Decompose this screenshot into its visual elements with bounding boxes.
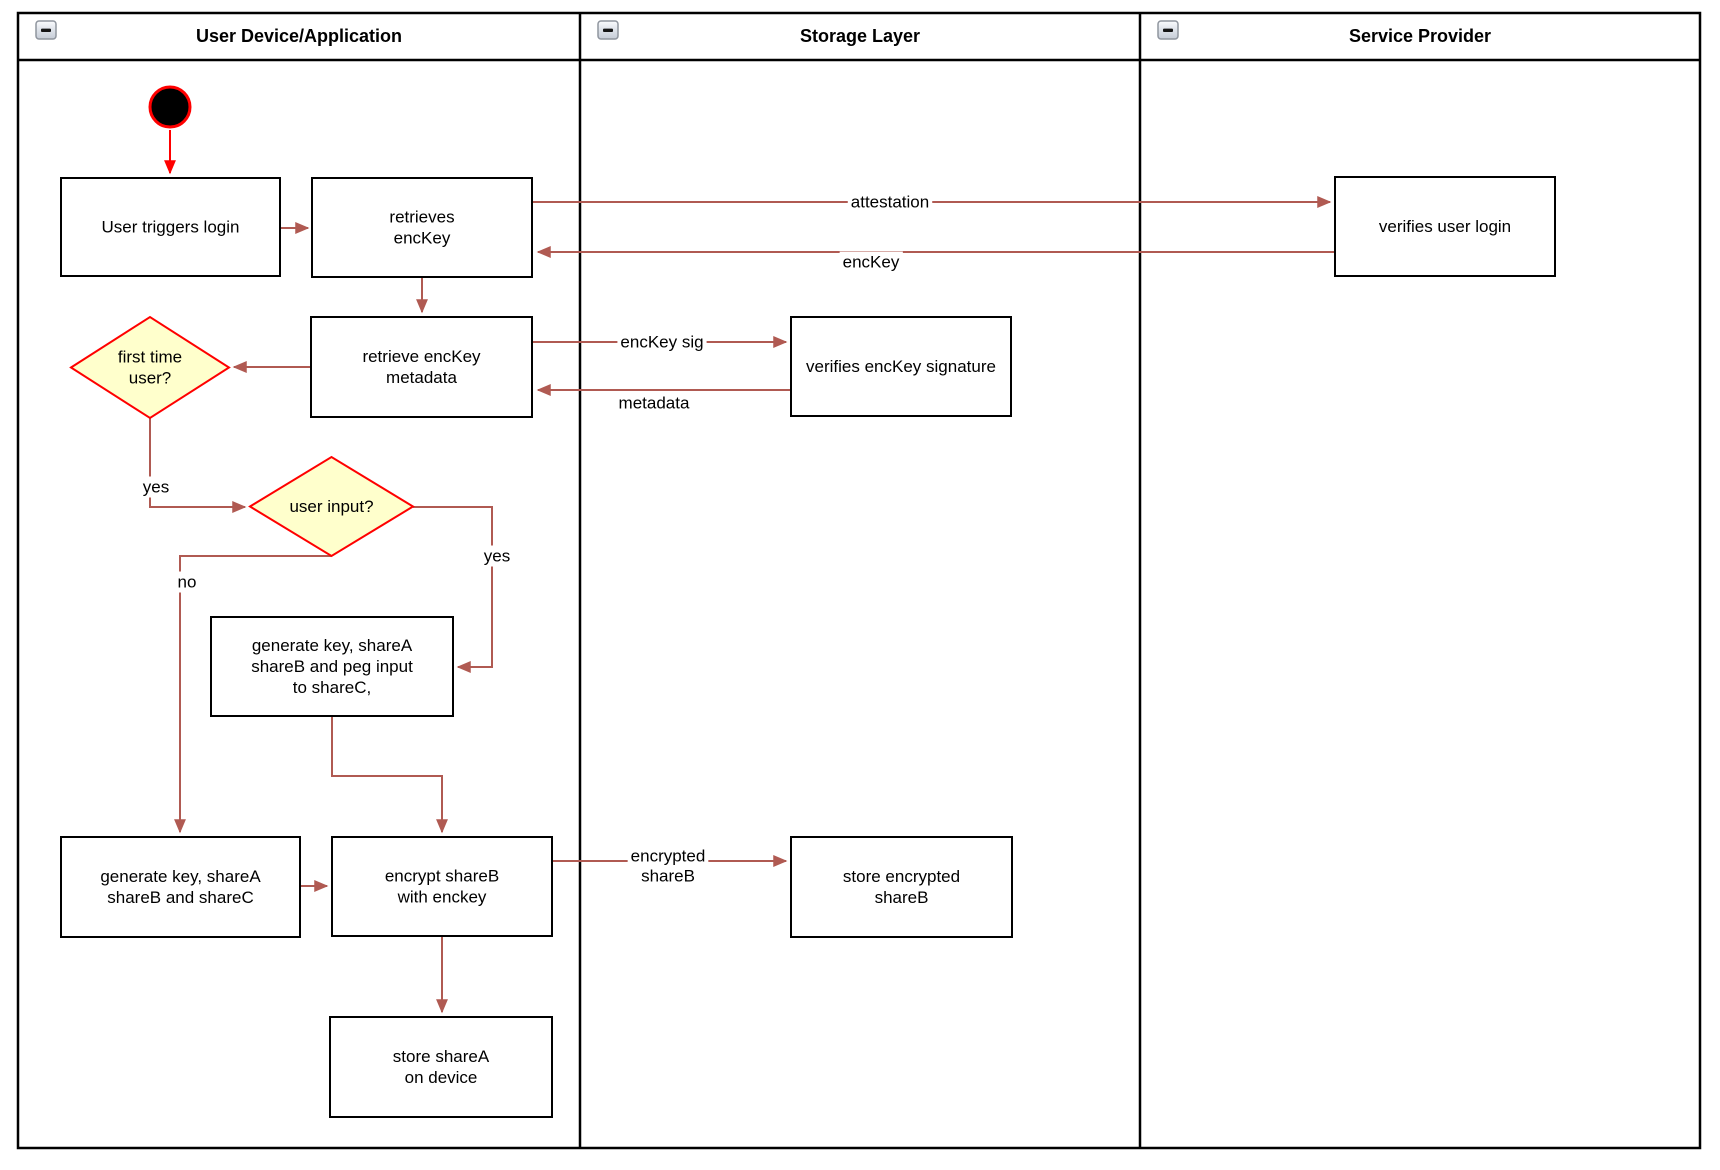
- userinput-no-edge-label: no: [174, 571, 200, 593]
- svg-text:encKey sig: encKey sig: [620, 333, 703, 352]
- store-sharea-on-device-shape[interactable]: [329, 1016, 553, 1118]
- collapse-lane-button[interactable]: [1157, 20, 1179, 40]
- enckey-sig-edge-label: encKey sig: [617, 331, 707, 353]
- verifies-user-login[interactable]: verifies user login: [1334, 176, 1556, 277]
- minus-icon: [41, 28, 51, 32]
- edge-label-background: [615, 392, 693, 414]
- metadata-return-edge-label: metadata: [615, 392, 693, 414]
- edge-label-background: [174, 571, 200, 593]
- peg-to-encrypt[interactable]: [331, 716, 448, 834]
- userinput-no-edge[interactable]: [174, 555, 331, 834]
- verifies-enckey-signature[interactable]: verifies encKey signature: [790, 316, 1012, 417]
- edge-label-background: [627, 845, 709, 887]
- minus-icon: [603, 28, 613, 32]
- collapse-lane-button[interactable]: [35, 20, 57, 40]
- user-input-decision[interactable]: user input?: [248, 455, 415, 558]
- enckey-return-edge-label: encKey: [839, 251, 903, 273]
- node-label: User triggers login: [102, 218, 240, 237]
- minus-icon: [1163, 28, 1173, 32]
- encrypt-shareb-shape[interactable]: [331, 836, 553, 937]
- node-label: verifies encKey signature: [806, 357, 996, 376]
- node-label: user input?: [289, 497, 373, 516]
- first-time-user-decision-shape[interactable]: [69, 315, 231, 420]
- collapse-lane-button[interactable]: [597, 20, 619, 40]
- attestation-edge-label: attestation: [847, 191, 933, 213]
- generate-key-abc-shape[interactable]: [60, 836, 301, 938]
- verifies-user-login-shape[interactable]: [1334, 176, 1556, 277]
- store-encrypted-shareb-shape[interactable]: [790, 836, 1013, 938]
- edge-label-background: [839, 251, 903, 273]
- user-triggers-login-shape[interactable]: [60, 177, 281, 277]
- retrieve-enckey-metadata-shape[interactable]: [310, 316, 533, 418]
- user-triggers-login[interactable]: User triggers login: [60, 177, 281, 277]
- edge-label-background: [847, 191, 933, 213]
- svg-text:encKey: encKey: [843, 253, 900, 272]
- edge-label-background: [617, 331, 707, 353]
- node-label: verifies user login: [1379, 217, 1511, 236]
- generate-key-peg-sharec-shape[interactable]: [210, 616, 454, 717]
- retrieves-enckey-shape[interactable]: [311, 177, 533, 278]
- svg-text:yes: yes: [143, 478, 169, 497]
- verifies-enckey-signature-shape[interactable]: [790, 316, 1012, 417]
- edge-label-background: [139, 476, 173, 498]
- userinput-yes-edge[interactable]: [413, 506, 493, 673]
- svg-text:metadata: metadata: [619, 394, 690, 413]
- svg-text:yes: yes: [484, 547, 510, 566]
- user-input-decision-shape[interactable]: [248, 455, 415, 558]
- userinput-yes-edge-label: yes: [480, 545, 514, 567]
- svg-text:no: no: [178, 573, 197, 592]
- firsttime-yes-edge[interactable]: [149, 418, 247, 513]
- edge-label-background: [480, 545, 514, 567]
- start-node[interactable]: [148, 85, 192, 129]
- svg-text:attestation: attestation: [851, 193, 929, 212]
- firsttime-yes-edge-label: yes: [139, 476, 173, 498]
